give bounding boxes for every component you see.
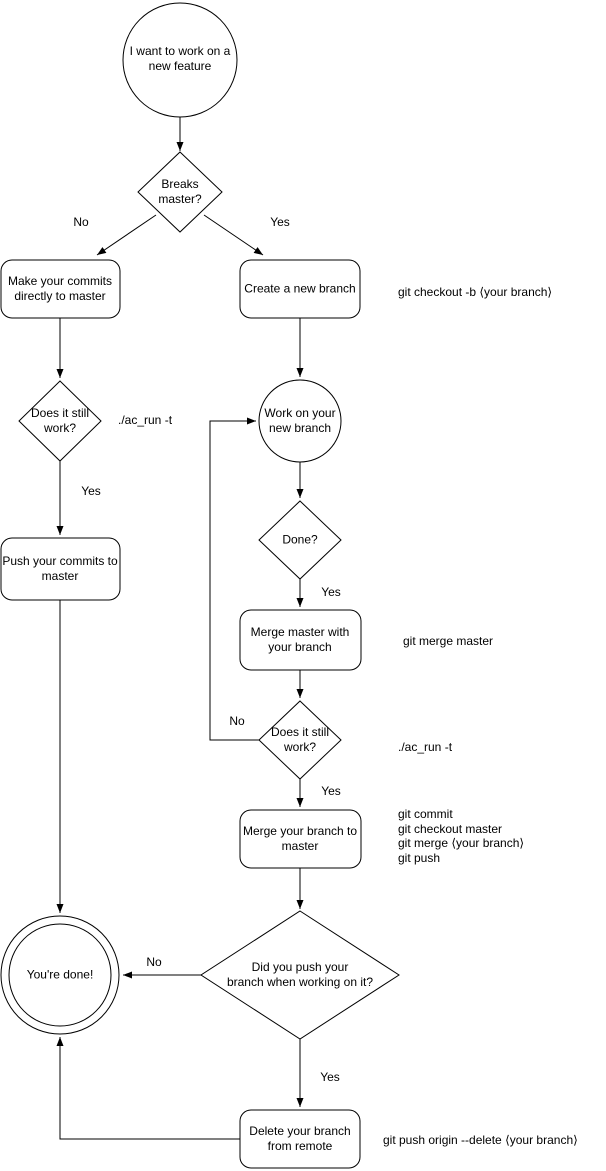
node-create-branch-rect [239, 259, 361, 319]
label-merge-master: Merge master with your branch [250, 625, 350, 654]
node-breaks-master-diamond [137, 151, 223, 233]
node-push-commits-rect [0, 537, 121, 601]
edge-breaks-no [96, 214, 157, 256]
label-make-commits: Make your commits directly to master [7, 274, 113, 303]
edge-breaks-yes [203, 214, 264, 256]
node-work-branch-circle [258, 379, 342, 463]
node-done-diamond [258, 500, 342, 580]
annotation-delete-remote: git push origin --delete ⟨your branch⟩ [383, 1132, 578, 1147]
label-done: Done? [282, 532, 318, 547]
node-delete-branch-rect [239, 1109, 361, 1169]
node-start-circle [122, 2, 238, 118]
annotation-git-checkout: git checkout -b ⟨your branch⟩ [398, 284, 553, 299]
edge-label-did-push-yes: Yes [319, 1070, 341, 1084]
annotation-ac-run-left: ./ac_run -t [118, 412, 173, 427]
node-merge-branch-rect [239, 809, 362, 869]
node-still-work-left-diamond [18, 380, 102, 462]
label-still-work-left: Does it still work? [30, 406, 90, 435]
node-still-work-right-diamond [258, 700, 342, 780]
label-breaks-master: Breaks master? [158, 177, 202, 206]
node-did-push-diamond [200, 910, 400, 1040]
label-start: I want to work on a new feature [129, 44, 231, 73]
edge-label-breaks-yes: Yes [269, 215, 291, 229]
annotation-merge-branch-cmds: git commit git checkout master git merge… [398, 807, 525, 865]
edge-label-still-right-yes: Yes [320, 784, 342, 798]
node-make-commits-rect [0, 259, 121, 319]
label-still-work-right: Does it still work? [270, 725, 330, 754]
edge-label-did-push-no: No [145, 955, 163, 969]
label-youre-done: You're done! [26, 967, 94, 982]
node-youre-done-inner-circle [8, 923, 112, 1027]
flow-connectors [56, 117, 304, 1140]
edge-label-still-right-no: No [228, 714, 246, 728]
edge-delete-to-done-loop [56, 1037, 240, 1140]
label-create-branch: Create a new branch [244, 281, 356, 296]
annotation-git-merge-master: git merge master [403, 633, 494, 648]
label-did-push: Did you push your branch when working on… [226, 960, 374, 989]
label-merge-branch: Merge your branch to master [242, 824, 358, 853]
label-work-branch: Work on your new branch [264, 406, 336, 435]
annotation-ac-run-right: ./ac_run -t [398, 739, 453, 754]
label-push-commits: Push your commits to master [2, 554, 118, 583]
label-delete-branch: Delete your branch from remote [249, 1124, 351, 1153]
edge-stillwork-no-loop [209, 417, 259, 741]
node-merge-master-rect [239, 609, 362, 671]
edge-label-still-left-yes: Yes [80, 484, 102, 498]
edge-label-breaks-no: No [72, 215, 90, 229]
edge-label-done-yes: Yes [320, 585, 342, 599]
